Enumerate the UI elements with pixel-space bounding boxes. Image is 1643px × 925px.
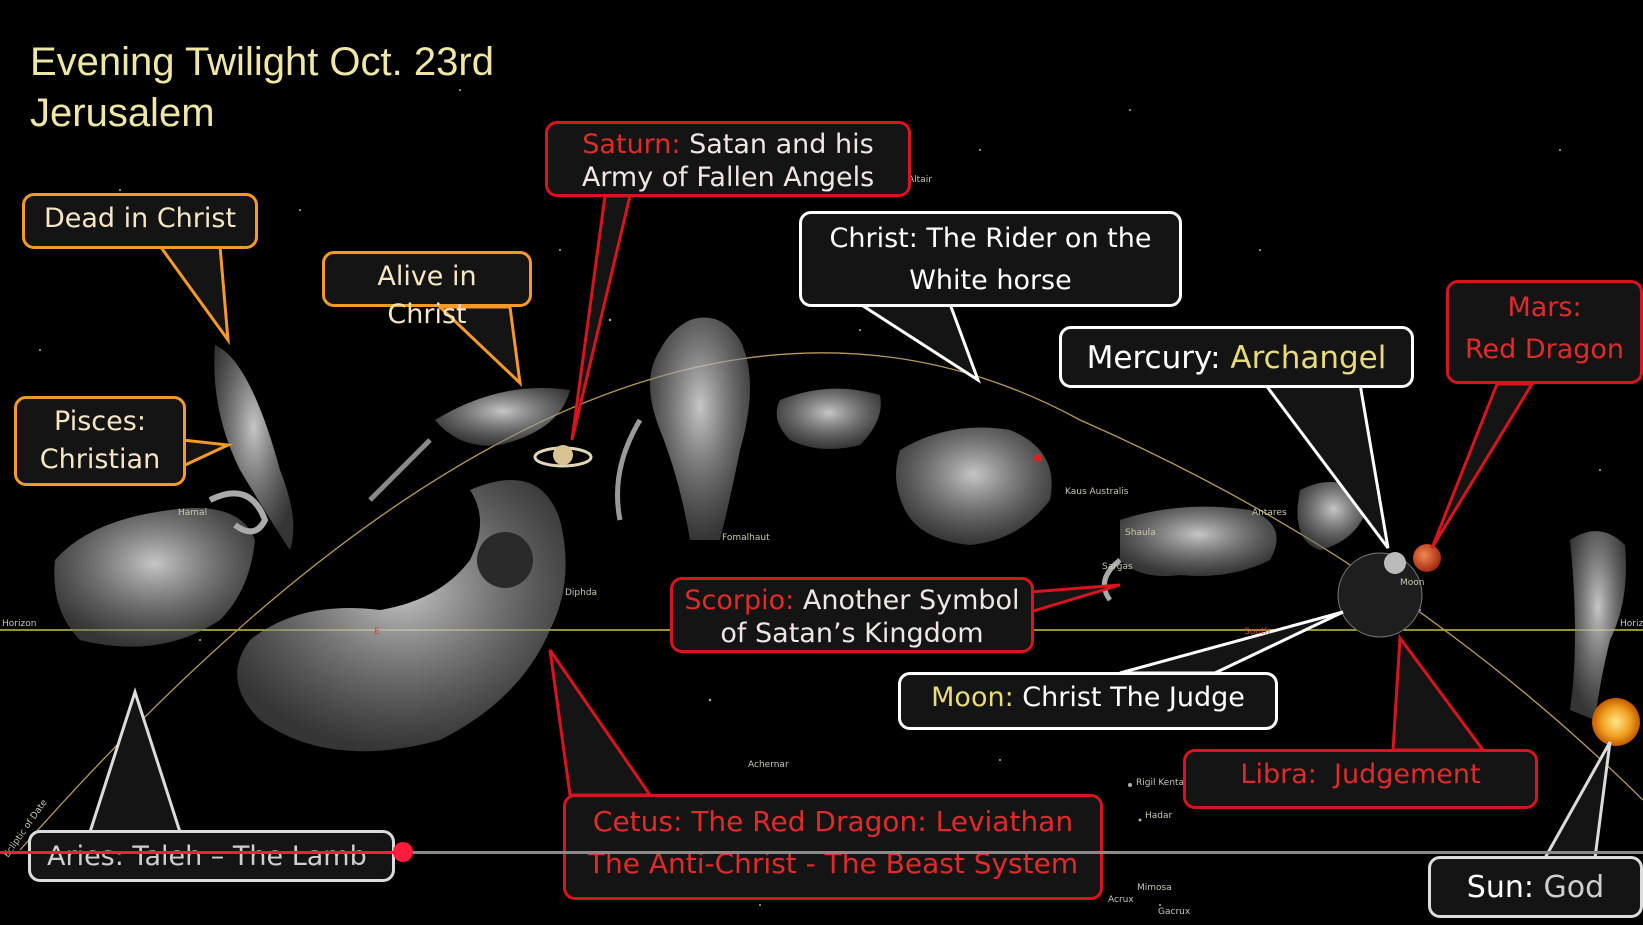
progress-bar[interactable] bbox=[0, 842, 1643, 862]
pisces-fish-figure bbox=[214, 345, 570, 550]
pisces-callout: Pisces: Christian bbox=[14, 396, 186, 486]
aries-callout: Aries: Taleh – The Lamb bbox=[28, 830, 395, 882]
moon-label: Moon bbox=[1400, 578, 1424, 588]
progress-handle[interactable] bbox=[392, 842, 413, 862]
cetus-name: Cetus: bbox=[592, 805, 683, 838]
saturn-planet bbox=[533, 445, 593, 468]
christ-line1: Christ: The Rider on the bbox=[829, 223, 1152, 254]
kaus-australis-label: Kaus Australis bbox=[1065, 487, 1129, 497]
mars-planet bbox=[1413, 544, 1441, 572]
sun-meaning: God bbox=[1543, 870, 1605, 905]
hamal-label: Hamal bbox=[178, 508, 207, 518]
christ-callout: Christ: The Rider on the White horse bbox=[799, 211, 1182, 307]
capricornus-figure bbox=[776, 388, 881, 449]
alive-in-christ-callout: Alive in Christ bbox=[322, 251, 532, 330]
sagittarius-figure bbox=[896, 427, 1052, 545]
altair-label: Altair bbox=[908, 175, 932, 185]
fomalhaut-label: Fomalhaut bbox=[722, 533, 770, 543]
acrux-label: Acrux bbox=[1108, 895, 1134, 905]
aries-text: Aries: Taleh – The Lamb bbox=[47, 841, 367, 872]
mercury-callout: Mercury: Archangel bbox=[1059, 326, 1414, 388]
scorpio-callout: Scorpio: Another Symbol of Satan’s Kingd… bbox=[670, 577, 1034, 653]
cetus-figure bbox=[237, 480, 566, 752]
sun-name: Sun: bbox=[1466, 870, 1534, 905]
rigil-kentaurus-label: Rigil Kenta bbox=[1136, 778, 1184, 788]
scorpius-figure bbox=[1101, 506, 1277, 602]
saturn-callout: Saturn: Satan and his Army of Fallen Ang… bbox=[545, 121, 911, 197]
shaula-label: Shaula bbox=[1125, 528, 1156, 538]
aries-figure bbox=[54, 490, 269, 647]
title-line-1: Evening Twilight Oct. 23rd bbox=[30, 40, 494, 84]
mercury-meaning: Archangel bbox=[1230, 340, 1387, 376]
title-line-2: Jerusalem bbox=[30, 91, 215, 135]
moon-callout: Moon: Christ The Judge bbox=[898, 672, 1278, 730]
mars-callout: Mars: Red Dragon bbox=[1446, 280, 1643, 384]
pisces-name: Pisces: bbox=[54, 406, 146, 437]
achernar-label: Achernar bbox=[748, 760, 789, 770]
sargas-label: Sargas bbox=[1102, 562, 1133, 572]
mercury-name: Mercury: bbox=[1086, 340, 1221, 376]
sun bbox=[1592, 698, 1640, 746]
aquarius-figure bbox=[615, 317, 750, 540]
cetus-meaning-line1: The Red Dragon: Leviathan bbox=[691, 805, 1074, 838]
cetus-callout: Cetus: The Red Dragon: Leviathan The Ant… bbox=[563, 794, 1103, 900]
mars-name: Mars: bbox=[1507, 292, 1582, 323]
south-marker: South bbox=[1244, 627, 1270, 637]
christ-line2: White horse bbox=[909, 265, 1072, 296]
alive-in-christ-text: Alive in Christ bbox=[377, 261, 477, 330]
ecliptic-line bbox=[19, 352, 1643, 851]
callout-pointers bbox=[87, 194, 1612, 860]
mimosa-label: Mimosa bbox=[1137, 883, 1172, 893]
saturn-meaning-line1: Satan and his bbox=[689, 129, 874, 160]
saturn-meaning-line2: Army of Fallen Angels bbox=[581, 162, 875, 193]
progress-fill bbox=[0, 851, 403, 854]
saturn-name: Saturn: bbox=[582, 129, 681, 160]
libra-callout: Libra: Judgement bbox=[1183, 749, 1538, 809]
mercury-planet bbox=[1384, 552, 1406, 574]
hadar-label: Hadar bbox=[1145, 811, 1173, 821]
horizon-label-right: Horiz bbox=[1620, 619, 1643, 629]
scorpio-meaning-line1: Another Symbol bbox=[802, 585, 1020, 616]
pisces-meaning: Christian bbox=[39, 444, 161, 475]
east-marker: E bbox=[374, 627, 380, 637]
cetus-line2: The Anti-Christ - The Beast System bbox=[587, 847, 1079, 880]
horizon-label-left: Horizon bbox=[2, 619, 36, 629]
libra-name: Libra: bbox=[1240, 759, 1317, 790]
moon-meaning: Christ The Judge bbox=[1022, 682, 1245, 713]
virgo-figure bbox=[1570, 531, 1626, 720]
libra-meaning: Judgement bbox=[1334, 759, 1481, 790]
scorpio-name: Scorpio: bbox=[684, 585, 795, 616]
mars-meaning: Red Dragon bbox=[1464, 334, 1625, 365]
dead-in-christ-callout: Dead in Christ bbox=[22, 193, 258, 249]
antares-label: Antares bbox=[1252, 508, 1287, 518]
diphda-label: Diphda bbox=[565, 588, 597, 598]
moon-name: Moon: bbox=[931, 682, 1014, 713]
sun-callout: Sun: God bbox=[1428, 856, 1643, 918]
gacrux-label: Gacrux bbox=[1158, 907, 1191, 917]
scorpio-meaning-line2: of Satan’s Kingdom bbox=[720, 618, 984, 649]
dead-in-christ-text: Dead in Christ bbox=[43, 203, 237, 234]
